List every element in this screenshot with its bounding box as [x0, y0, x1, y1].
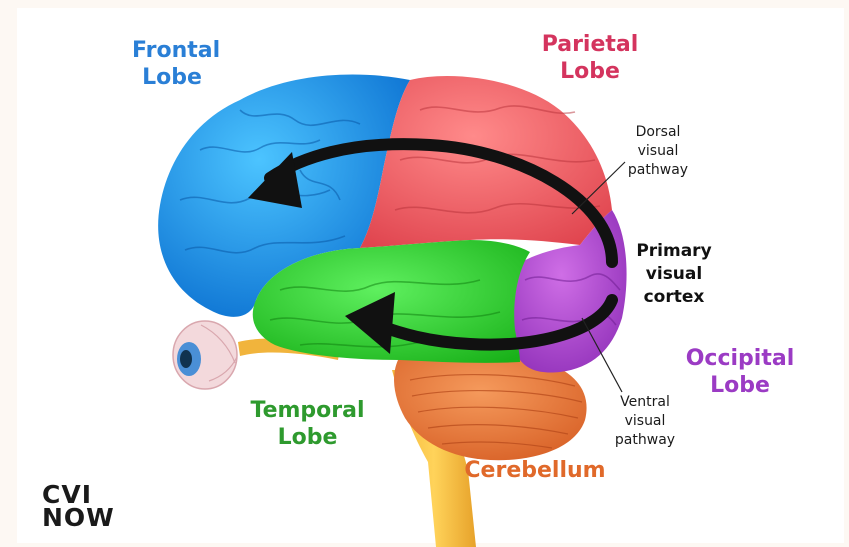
- primary-visual-cortex-label: Primary visual cortex: [634, 240, 714, 309]
- parietal-lobe-label: Parietal Lobe: [540, 31, 640, 85]
- temporal-lobe-label: Temporal Lobe: [250, 397, 365, 451]
- frontal-lobe-label: Frontal Lobe: [132, 37, 212, 91]
- ventral-pathway-label: Ventral visual pathway: [605, 393, 685, 450]
- cvi-now-logo: CVI NOW: [42, 483, 115, 529]
- dorsal-pathway-label: Dorsal visual pathway: [618, 123, 698, 180]
- occipital-lobe-label: Occipital Lobe: [685, 345, 795, 399]
- cerebellum-label: Cerebellum: [460, 457, 610, 484]
- logo-line-2: NOW: [42, 506, 115, 529]
- eyeball: [173, 321, 237, 389]
